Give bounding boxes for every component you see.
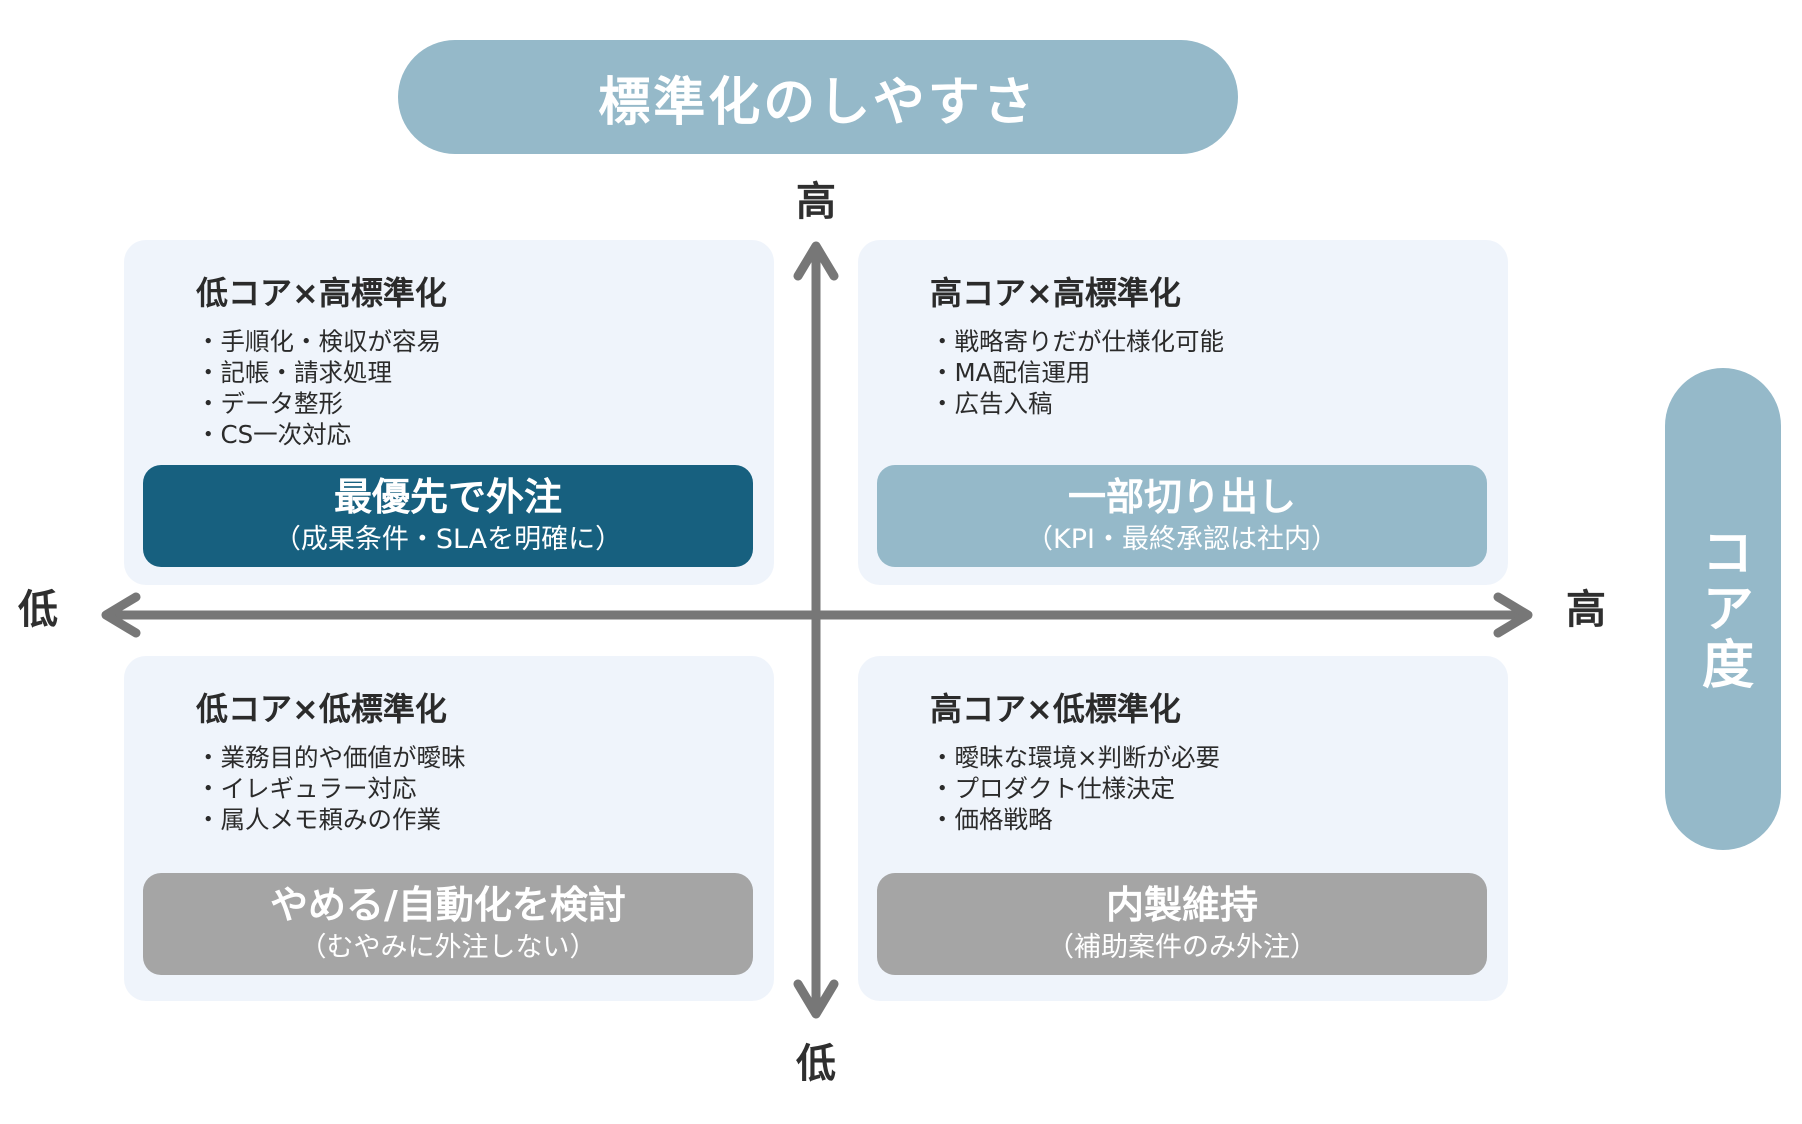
list-item: CS一次対応 (196, 419, 441, 450)
badge-main-label: やめる/自動化を検討 (270, 883, 626, 927)
list-item: 記帳・請求処理 (196, 357, 441, 388)
quadrant-item-list: 戦略寄りだが仕様化可能 MA配信運用 広告入稿 (930, 326, 1225, 419)
badge-sub-label: （補助案件のみ外注） (1047, 932, 1317, 963)
quadrant-bottom-left: 低コア×低標準化 業務目的や価値が曖昧 イレギュラー対応 属人メモ頼みの作業 や… (124, 656, 774, 1001)
axis-label-bottom: 低 (796, 1041, 836, 1087)
list-item: 価格戦略 (930, 804, 1220, 835)
list-item: 業務目的や価値が曖昧 (196, 742, 466, 773)
arrow-left-icon (101, 592, 141, 638)
arrow-right-icon (1493, 592, 1533, 638)
list-item: 曖昧な環境×判断が必要 (930, 742, 1221, 773)
list-item: 属人メモ頼みの作業 (196, 804, 466, 835)
header-title: 標準化のしやすさ (598, 72, 1038, 133)
badge-partial-outsource: 一部切り出し （KPI・最終承認は社内） (877, 465, 1487, 567)
badge-sub-label: （KPI・最終承認は社内） (1026, 524, 1338, 555)
quadrant-top-left: 低コア×高標準化 手順化・検収が容易 記帳・請求処理 データ整形 CS一次対応 … (124, 240, 774, 585)
list-item: 広告入稿 (930, 388, 1224, 419)
arrow-down-icon (793, 979, 839, 1019)
badge-main-label: 最優先で外注 (333, 475, 562, 519)
quadrant-title: 低コア×高標準化 (196, 274, 447, 312)
list-item: プロダクト仕様決定 (930, 773, 1220, 804)
quadrant-title: 高コア×低標準化 (930, 690, 1181, 728)
quadrant-top-right: 高コア×高標準化 戦略寄りだが仕様化可能 MA配信運用 広告入稿 一部切り出し … (858, 240, 1508, 585)
arrow-up-icon (793, 241, 839, 281)
quadrant-item-list: 曖昧な環境×判断が必要 プロダクト仕様決定 価格戦略 (930, 742, 1221, 835)
quadrant-bottom-right: 高コア×低標準化 曖昧な環境×判断が必要 プロダクト仕様決定 価格戦略 内製維持… (858, 656, 1508, 1001)
badge-stop-or-automate: やめる/自動化を検討 （むやみに外注しない） (143, 873, 753, 975)
quadrant-item-list: 手順化・検収が容易 記帳・請求処理 データ整形 CS一次対応 (196, 326, 442, 450)
side-title: コア度 (1692, 525, 1753, 693)
badge-sub-label: （むやみに外注しない） (299, 932, 597, 963)
list-item: 手順化・検収が容易 (196, 326, 442, 357)
axis-label-right: 高 (1566, 587, 1606, 633)
list-item: イレギュラー対応 (196, 773, 466, 804)
header-title-pill: 標準化のしやすさ (398, 40, 1238, 154)
badge-priority-outsource: 最優先で外注 （成果条件・SLAを明確に） (143, 465, 753, 567)
list-item: MA配信運用 (930, 357, 1224, 388)
badge-keep-in-house: 内製維持 （補助案件のみ外注） (877, 873, 1487, 975)
axis-label-top: 高 (796, 179, 836, 225)
list-item: 戦略寄りだが仕様化可能 (930, 326, 1225, 357)
badge-main-label: 一部切り出し (1067, 475, 1296, 519)
side-title-pill: コア度 (1665, 368, 1781, 850)
badge-main-label: 内製維持 (1105, 883, 1258, 927)
badge-sub-label: （成果条件・SLAを明確に） (273, 524, 623, 555)
quadrant-item-list: 業務目的や価値が曖昧 イレギュラー対応 属人メモ頼みの作業 (196, 742, 466, 835)
axis-label-left: 低 (18, 587, 58, 633)
quadrant-title: 高コア×高標準化 (930, 274, 1181, 312)
quadrant-title: 低コア×低標準化 (196, 690, 447, 728)
list-item: データ整形 (196, 388, 441, 419)
